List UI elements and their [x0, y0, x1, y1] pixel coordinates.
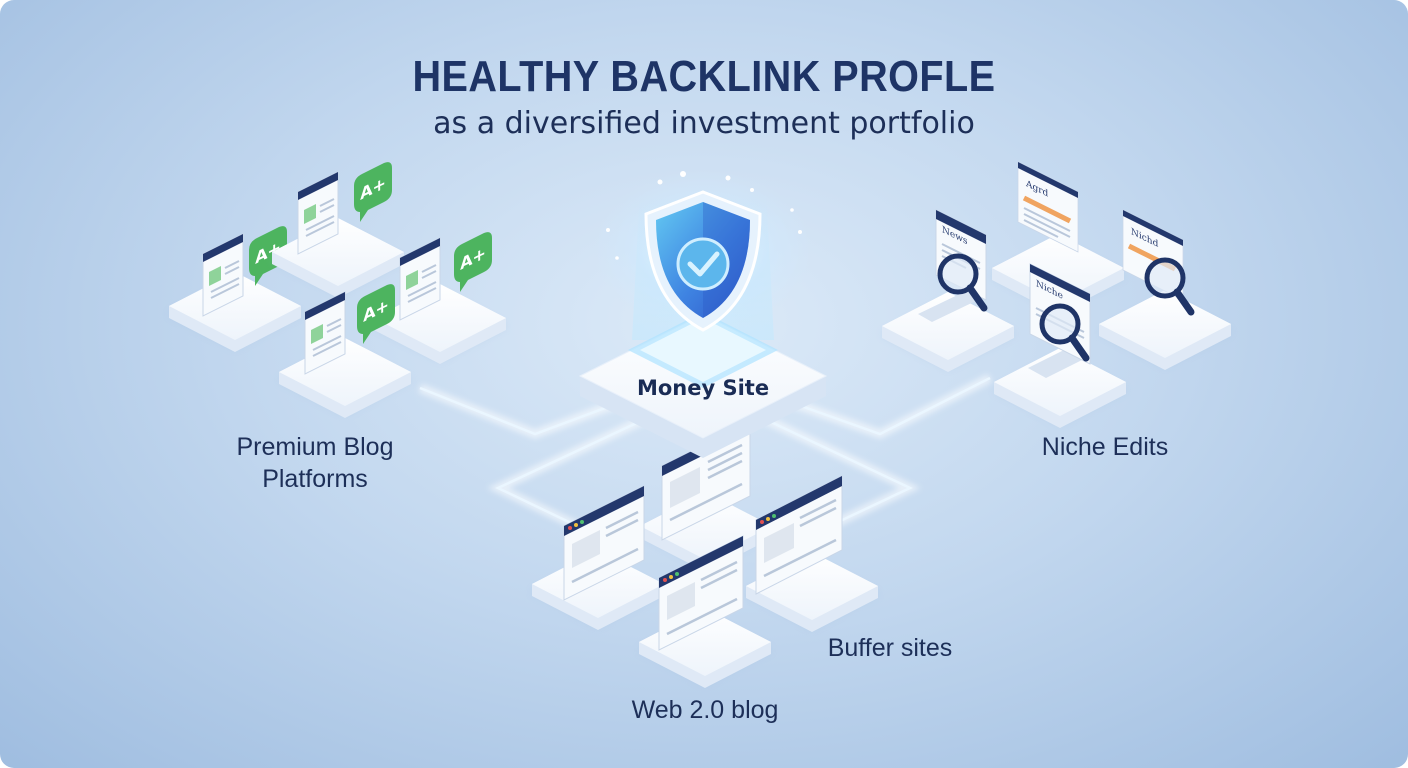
premium-blog-label-line1: Premium Blog — [236, 433, 394, 461]
money-site-label: Money Site — [636, 376, 770, 400]
buffer-sites-label: Buffer sites — [827, 634, 953, 662]
web20-buffer-cluster — [532, 421, 878, 688]
page-subtitle: as a diversified investment portfolio — [433, 106, 975, 141]
magnifier-icon — [1039, 303, 1090, 362]
niche-site-3: Nichd — [1099, 209, 1231, 370]
niche-edits-cluster: News Agrd — [882, 161, 1231, 428]
premium-site-4: A+ — [279, 284, 411, 418]
premium-blog-label: Premium Blog Platforms — [200, 431, 430, 495]
connector-right — [768, 373, 993, 439]
niche-edits-label: Niche Edits — [1041, 433, 1169, 461]
web20-site-front — [639, 535, 771, 688]
page-title: HEALTHY BACKLINK PROFLE — [412, 52, 996, 101]
premium-site-3: A+ — [374, 232, 506, 364]
buffer-site-right — [746, 475, 878, 632]
sparkles — [606, 171, 802, 260]
premium-blog-label-line2: Platforms — [262, 465, 368, 493]
magnifier-icon — [937, 253, 988, 312]
niche-site-2: Agrd — [992, 161, 1124, 314]
premium-blog-cluster: A+ A+ — [169, 162, 506, 418]
premium-site-2: A+ — [272, 162, 404, 298]
premium-site-1: A+ — [169, 226, 301, 352]
niche-site-1: News — [882, 209, 1014, 372]
shield-check-icon — [644, 190, 762, 332]
money-site-node — [578, 170, 828, 458]
niche-site-4: Niche — [994, 263, 1126, 428]
web20-site-left — [532, 485, 664, 630]
magnifier-icon — [1144, 257, 1195, 316]
web20-blog-label: Web 2.0 blog — [631, 696, 779, 724]
